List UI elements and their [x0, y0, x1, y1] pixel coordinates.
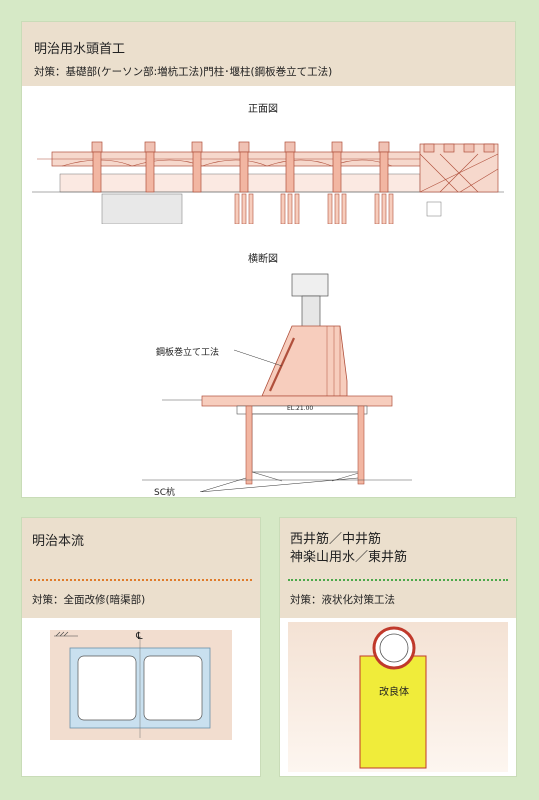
ground-improvement-drawing: [288, 622, 508, 772]
liquefaction-measure: 対策：液状化対策工法: [290, 594, 395, 606]
steel-jacket-label: 鋼板巻立て工法: [156, 348, 220, 358]
foundation-pile: [341, 193, 347, 224]
headworks-card: 明治用水頭首工 対策：基礎部(ケーソン部:増杭工法)門柱･堰柱(鋼板巻立て工法)…: [22, 22, 515, 498]
cross-section-label: 横断図: [248, 254, 278, 265]
sc-pile-label: SC杭: [154, 488, 175, 498]
pier-column: [332, 151, 342, 193]
liquefaction-title-line2: 神楽山用水／東井筋: [290, 550, 408, 565]
foundation-pile: [248, 193, 254, 224]
foundation-pile: [234, 193, 240, 224]
liquefaction-title-line1: 西井筋／中井筋: [290, 532, 382, 547]
foundation-pile: [374, 193, 380, 224]
pier-column: [285, 151, 295, 193]
pier-column: [92, 151, 102, 193]
honryu-divider: [30, 579, 252, 581]
pier-column: [192, 151, 202, 193]
headworks-measure: 対策：基礎部(ケーソン部:増杭工法)門柱･堰柱(鋼板巻立て工法): [34, 66, 333, 78]
pier-cap: [378, 141, 390, 153]
liquefaction-card: 西井筋／中井筋 神楽山用水／東井筋 対策：液状化対策工法 改良体: [280, 518, 516, 776]
headworks-title: 明治用水頭首工: [34, 42, 126, 57]
liquefaction-header: [280, 518, 516, 618]
cross-section-drawing: [142, 273, 412, 492]
pier-cap: [238, 141, 250, 153]
foundation-pile: [241, 193, 247, 224]
el-label: EL.21.00: [287, 405, 314, 412]
centerline-mark: ℄: [136, 631, 143, 642]
honryu-measure: 対策：全面改修(暗渠部): [32, 594, 146, 606]
foundation-pile: [280, 193, 286, 224]
pier-column: [239, 151, 249, 193]
foundation-pile: [287, 193, 293, 224]
headworks-header: [22, 22, 515, 86]
foundation-pile: [334, 193, 340, 224]
improved-body-label: 改良体: [379, 687, 409, 698]
pier-cap: [91, 141, 103, 153]
front-view-label: 正面図: [248, 104, 278, 115]
pier-cap: [191, 141, 203, 153]
foundation-pile: [381, 193, 387, 224]
front-elevation-drawing: [32, 141, 504, 224]
pier-cap: [144, 141, 156, 153]
foundation-pile: [294, 193, 300, 224]
pier-column: [145, 151, 155, 193]
honryu-title: 明治本流: [32, 534, 85, 549]
honryu-header: [22, 518, 260, 618]
honryu-card: 明治本流 対策：全面改修(暗渠部) ℄: [22, 518, 260, 776]
foundation-pile: [388, 193, 394, 224]
culvert-drawing: [50, 630, 232, 740]
foundation-pile: [327, 193, 333, 224]
pier-cap: [331, 141, 343, 153]
pier-cap: [284, 141, 296, 153]
pier-column: [379, 151, 389, 193]
liquefaction-divider: [288, 579, 508, 581]
